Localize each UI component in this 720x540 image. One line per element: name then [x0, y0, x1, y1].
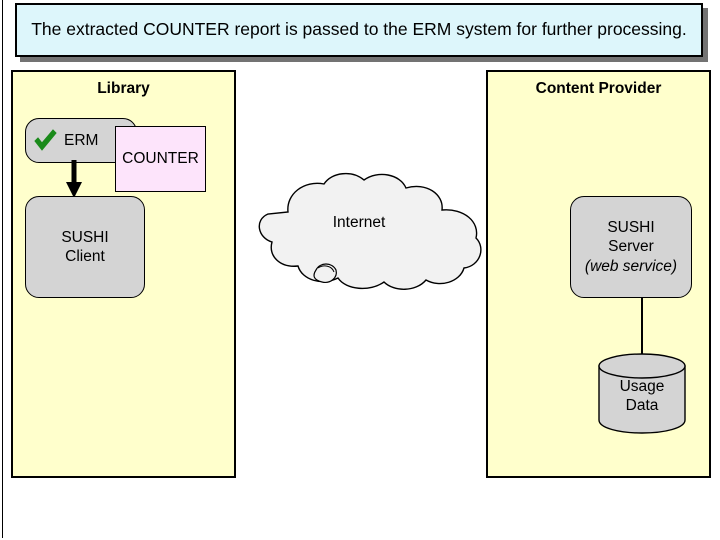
arrow-erm-to-sushi-client — [66, 160, 82, 198]
node-sushi-server[interactable]: SUSHI Server (web service) — [570, 196, 692, 298]
panel-library-title: Library — [97, 80, 150, 97]
usage-data-line2: Data — [625, 397, 659, 415]
title-banner: The extracted COUNTER report is passed t… — [15, 3, 703, 57]
internet-label: Internet — [332, 214, 386, 231]
connector-server-to-usage-data — [641, 298, 643, 364]
node-sushi-server-line1: SUSHI — [607, 218, 655, 236]
panel-content-provider-title: Content Provider — [535, 80, 662, 97]
usage-data-label: Usage Data — [597, 377, 687, 416]
node-sushi-client-line2: Client — [65, 248, 105, 265]
usage-data-line1: Usage — [619, 378, 665, 395]
page-title: The extracted COUNTER report is passed t… — [31, 19, 687, 40]
node-counter-report[interactable]: COUNTER — [115, 126, 206, 192]
node-counter-label: COUNTER — [122, 150, 199, 167]
node-sushi-client-line1: SUSHI — [61, 228, 109, 246]
node-sushi-server-line3: (web service) — [584, 257, 678, 275]
node-sushi-client[interactable]: SUSHI Client — [25, 196, 145, 298]
internet-cloud-shape — [258, 173, 482, 290]
usage-data-cylinder-shape — [598, 353, 686, 434]
green-check-icon — [34, 128, 57, 151]
node-erm-label: ERM — [64, 131, 99, 149]
node-sushi-server-line2: Server — [608, 238, 654, 256]
